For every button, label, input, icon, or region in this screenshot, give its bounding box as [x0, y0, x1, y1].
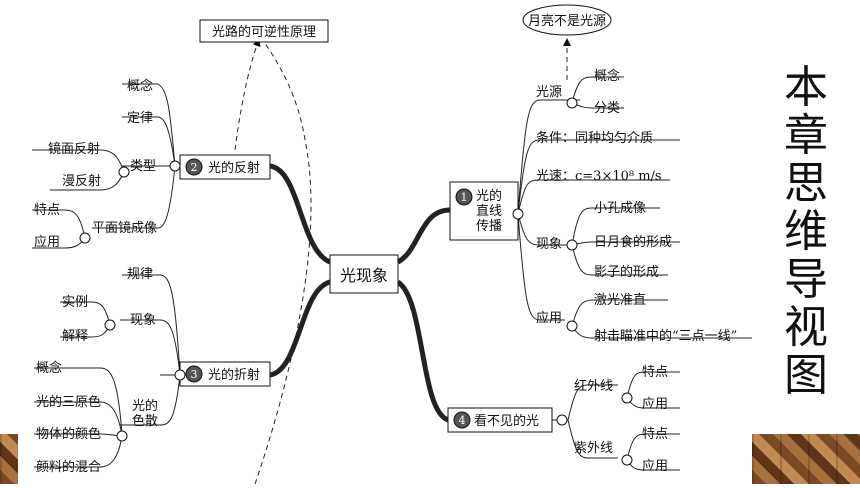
node-source-classify: 分类 [594, 101, 620, 116]
node-light-source: 光源 [536, 85, 562, 100]
node-uv-application: 应用 [642, 458, 668, 474]
collapse-toggle [118, 166, 130, 178]
mind-map-panel: 光现象 光路的可逆性原理 月亮不是光源 2 光的反射 概念 定律 类型 镜面反射… [18, 0, 752, 485]
node-uv-feature: 特点 [642, 427, 668, 442]
node-ir-application: 应用 [642, 396, 668, 412]
badge-3 [185, 365, 203, 383]
node-dispersion-concept: 概念 [36, 360, 62, 376]
node-mirror-feature: 特点 [34, 203, 60, 218]
callout-moon: 月亮不是光源 [528, 13, 606, 29]
node-refraction-explain: 解释 [62, 329, 88, 344]
node-linear-label: 光的直线传播 [476, 188, 502, 234]
node-refraction-example: 实例 [62, 295, 88, 310]
node-diffuse: 漫反射 [62, 173, 101, 189]
node-pigment-mix: 颜料的混合 [36, 459, 101, 475]
callout-reversibility: 光路的可逆性原理 [212, 24, 316, 40]
collapse-toggle [79, 232, 91, 244]
center-node-box [329, 254, 399, 294]
node-condition: 条件：同种均匀介质 [536, 130, 653, 146]
badge-1-num: 1 [461, 191, 468, 204]
node-infrared: 红外线 [574, 378, 613, 394]
node-invisible-label: 看不见的光 [474, 413, 539, 429]
wood-texture-right [752, 434, 860, 484]
node-eclipse: 日月食的形成 [594, 234, 672, 250]
node-ir-feature: 特点 [642, 365, 668, 380]
node-refraction-label: 光的折射 [208, 367, 260, 383]
collapse-toggle [566, 239, 578, 251]
badge-4 [453, 411, 471, 429]
callout-reversibility-box [199, 19, 329, 43]
collapse-toggle [566, 97, 578, 109]
callout-moon-ellipse [522, 4, 612, 36]
badge-3-num: 3 [191, 368, 198, 381]
node-reflection-concept: 概念 [127, 78, 153, 94]
center-node-label: 光现象 [340, 266, 388, 285]
node-shadow: 影子的形成 [594, 264, 659, 280]
badge-2 [185, 158, 203, 176]
node-source-concept: 概念 [594, 68, 620, 84]
collapse-toggle [104, 319, 116, 331]
mind-map: 光现象 光路的可逆性原理 月亮不是光源 2 光的反射 概念 定律 类型 镜面反射… [32, 4, 752, 485]
node-reflection-law: 定律 [127, 111, 153, 126]
collapse-toggle [556, 414, 568, 426]
collapse-toggle [621, 392, 633, 404]
node-reflection-type: 类型 [130, 159, 156, 174]
node-laser: 激光准直 [594, 293, 646, 308]
node-refraction-law: 规律 [127, 267, 153, 282]
node-object-color: 物体的颜色 [36, 426, 101, 442]
node-dispersion: 光的色散 [132, 398, 158, 429]
node-mirror-application: 应用 [34, 234, 60, 250]
badge-1 [455, 188, 473, 206]
collapse-toggle [621, 454, 633, 466]
badge-4-num: 4 [459, 414, 466, 427]
node-linear-application: 应用 [536, 310, 562, 326]
node-reflection-label: 光的反射 [208, 160, 260, 176]
node-specular: 镜面反射 [48, 141, 100, 157]
collapse-toggle [566, 320, 578, 332]
collapse-toggle [116, 430, 128, 442]
collapse-toggle [174, 369, 186, 381]
node-ultraviolet: 紫外线 [574, 441, 613, 456]
node-three-primary: 光的三原色 [36, 394, 101, 410]
collapse-toggle [169, 160, 181, 172]
node-refraction-phenomenon: 现象 [130, 313, 156, 328]
vertical-slide-title: 本章思维导视图 [784, 62, 828, 401]
collapse-toggle [512, 208, 524, 220]
node-pinhole: 小孔成像 [594, 201, 646, 216]
node-plane-mirror: 平面镜成像 [92, 221, 157, 236]
node-light-speed: 光速：c=3×10⁸ m/s [536, 169, 662, 184]
badge-2-num: 2 [191, 161, 198, 174]
wood-texture-left [0, 434, 18, 484]
node-aim: 射击瞄准中的“三点一线” [594, 328, 737, 344]
node-linear-phenomenon: 现象 [536, 237, 562, 252]
